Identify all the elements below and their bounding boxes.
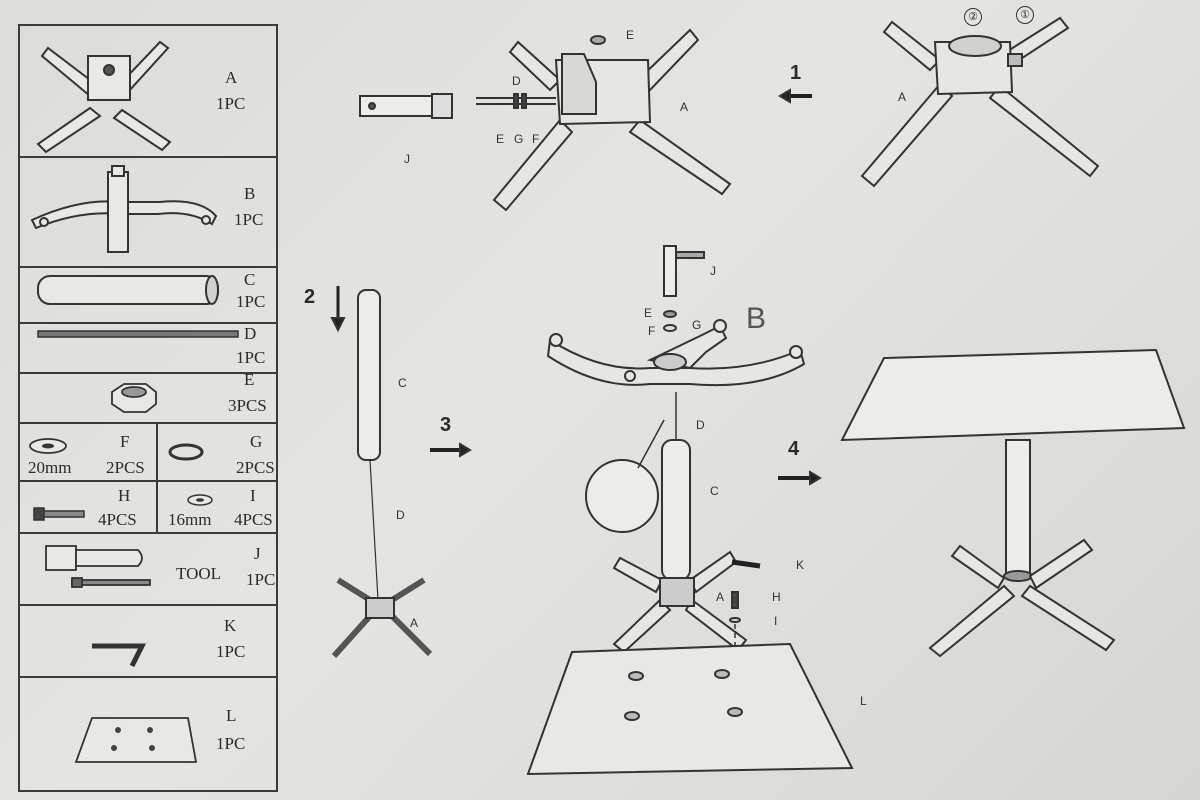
step-number-1: 1 bbox=[790, 62, 802, 84]
label-e-step3: E bbox=[644, 306, 653, 320]
part-a-qty: 1PC bbox=[216, 94, 246, 113]
label-l-step3: L bbox=[860, 694, 867, 708]
label-j-step1: J bbox=[404, 152, 410, 166]
callout-2: ② bbox=[964, 8, 982, 26]
label-d-step3: D bbox=[696, 418, 705, 432]
part-c-id: C bbox=[244, 270, 256, 289]
part-cell-f: F 20mm 2PCS bbox=[20, 424, 158, 482]
tool-j-step1 bbox=[359, 93, 453, 119]
part-d-id: D bbox=[244, 324, 257, 343]
part-f-qty: 2PCS bbox=[106, 458, 145, 477]
step4-arrowhead-icon bbox=[809, 470, 822, 486]
tool-j-step3 bbox=[663, 245, 705, 332]
part-b-spider-icon bbox=[30, 165, 218, 253]
part-l-qty: 1PC bbox=[216, 734, 246, 753]
step1-base-center bbox=[476, 28, 732, 212]
step3-bolt-h bbox=[731, 591, 739, 609]
label-h-step3: H bbox=[772, 590, 781, 604]
part-i-washer-icon bbox=[187, 494, 213, 506]
part-l-tabletop-icon bbox=[74, 717, 198, 763]
part-cell-k: K 1PC bbox=[20, 606, 276, 678]
part-d-qty: 1PC bbox=[236, 348, 266, 367]
step3-hex-key bbox=[731, 559, 761, 569]
step-number-3: 3 bbox=[440, 414, 452, 436]
part-l-id: L bbox=[226, 706, 237, 725]
part-cell-l: L 1PC bbox=[20, 678, 276, 790]
step2-arrowhead-icon bbox=[330, 317, 346, 333]
part-d-rod-icon bbox=[37, 330, 239, 338]
part-cell-j: TOOL J 1PC bbox=[20, 534, 276, 606]
part-g-qty: 2PCS bbox=[236, 458, 275, 477]
part-h-qty: 4PCS bbox=[98, 510, 137, 529]
part-j-id: J bbox=[254, 544, 261, 563]
label-a-step2: A bbox=[410, 616, 419, 630]
label-g-step3: G bbox=[692, 318, 702, 332]
part-j-tool-icon bbox=[45, 545, 151, 588]
part-j-qty: 1PC bbox=[246, 570, 276, 589]
label-j-step3: J bbox=[710, 264, 716, 278]
part-cell-h: H 4PCS bbox=[20, 482, 158, 534]
part-cell-b: B 1PC bbox=[20, 158, 276, 268]
step3-pole-c bbox=[661, 439, 691, 581]
label-i-step3: I bbox=[774, 614, 778, 628]
part-c-qty: 1PC bbox=[236, 292, 266, 311]
label-g-step1: G bbox=[514, 132, 524, 146]
part-f-washer-icon bbox=[29, 438, 67, 454]
part-cell-i: I 16mm 4PCS bbox=[158, 482, 276, 534]
part-e-nut-icon bbox=[111, 383, 157, 413]
part-k-hex-key-icon bbox=[92, 643, 147, 668]
part-cell-e: E 3PCS bbox=[20, 370, 276, 424]
label-e2-step1: E bbox=[496, 132, 505, 146]
part-a-base-icon bbox=[36, 40, 172, 154]
label-c-step3: C bbox=[710, 484, 719, 498]
part-g-id: G bbox=[250, 432, 263, 451]
part-i-size: 16mm bbox=[168, 510, 212, 529]
label-a-right: A bbox=[898, 90, 907, 104]
label-f-step1: F bbox=[532, 132, 540, 146]
label-c-step2: C bbox=[398, 376, 407, 390]
part-g-lock-washer-icon bbox=[168, 443, 204, 461]
part-cell-a: A 1PC bbox=[20, 26, 276, 158]
part-b-qty: 1PC bbox=[234, 210, 264, 229]
part-c-tube-icon bbox=[37, 275, 219, 305]
step1-arrowhead-icon bbox=[778, 88, 791, 104]
part-h-id: H bbox=[118, 486, 131, 505]
label-d-step1: D bbox=[512, 74, 521, 88]
label-a-step1: A bbox=[680, 100, 689, 114]
step3-tabletop-l bbox=[526, 642, 854, 776]
step3-spider-b bbox=[546, 319, 806, 387]
part-k-qty: 1PC bbox=[216, 642, 246, 661]
part-i-id: I bbox=[250, 486, 256, 505]
step3-arrowhead-icon bbox=[459, 442, 472, 458]
part-f-size: 20mm bbox=[28, 458, 72, 477]
part-h-bolt-icon bbox=[33, 507, 85, 521]
part-cell-d: D 1PC bbox=[20, 324, 276, 374]
label-d-step2: D bbox=[396, 508, 405, 522]
label-f-step3: F bbox=[648, 324, 656, 338]
part-i-qty: 4PCS bbox=[234, 510, 273, 529]
part-e-qty: 3PCS bbox=[228, 396, 267, 415]
part-b-id: B bbox=[244, 184, 256, 203]
part-k-id: K bbox=[224, 616, 237, 635]
step1-base-right bbox=[860, 16, 1100, 188]
label-a-step3: A bbox=[716, 590, 725, 604]
callout-1: ① bbox=[1016, 6, 1034, 24]
part-j-name: TOOL bbox=[176, 564, 222, 583]
label-e-step1: E bbox=[626, 28, 635, 42]
detail-magnifier bbox=[585, 459, 659, 533]
part-f-id: F bbox=[120, 432, 130, 451]
step-number-2: 2 bbox=[304, 286, 316, 308]
label-k-step3: K bbox=[796, 558, 805, 572]
finished-table bbox=[840, 348, 1186, 658]
part-a-id: A bbox=[225, 68, 238, 87]
step-number-4: 4 bbox=[788, 438, 800, 460]
part-cell-g: G 2PCS bbox=[158, 424, 276, 482]
parts-list: A 1PC B 1PC C 1PC bbox=[18, 24, 278, 792]
label-b-step3: B bbox=[746, 302, 767, 335]
step2-assembly bbox=[331, 289, 433, 659]
part-cell-c: C 1PC bbox=[20, 268, 276, 324]
part-e-id: E bbox=[244, 370, 255, 389]
